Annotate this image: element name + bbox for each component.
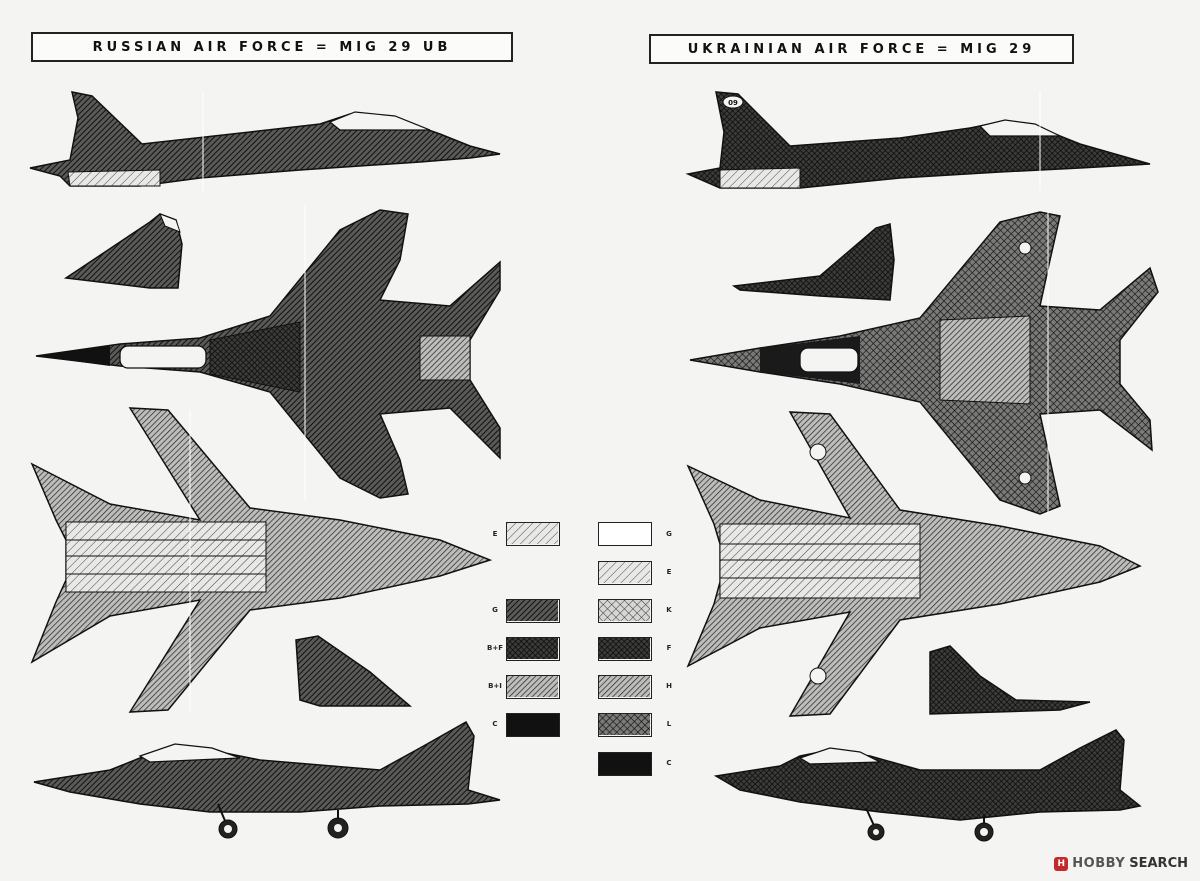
swatch-left-4 [506,713,560,737]
swatch-right-5 [598,713,652,737]
swatch-left-1 [506,599,560,623]
swatch-right-1 [598,561,652,585]
title-right-text: UKRAINIAN AIR FORCE = MIG 29 [687,41,1036,57]
swatch-right-3 [598,637,652,661]
watermark-suffix: SEARCH [1129,856,1188,871]
ukrainian-fin-top [731,223,895,301]
swatch-label-right-3: F [666,644,672,652]
swatch-left-0 [506,522,560,546]
russian-fin-top [63,213,183,289]
russian-top-view [35,205,501,500]
swatch-label-right-1: E [666,568,672,576]
swatch-label-left-1: G [492,606,498,614]
title-ukrainian-air-force: UKRAINIAN AIR FORCE = MIG 29 [649,34,1074,64]
russian-side-view-bottom [33,720,501,839]
ukrainian-side-view-top: 09 [685,91,1151,190]
swatch-label-right-4: H [666,682,672,690]
ukrainian-bottom-view [686,411,1142,717]
swatch-label-left-2: B+F [487,644,503,652]
swatch-right-6 [598,752,652,776]
side-number-09: 09 [728,99,738,107]
title-russian-air-force: RUSSIAN AIR FORCE = MIG 29 UB [31,32,513,62]
swatch-label-left-4: C [492,720,498,728]
ukrainian-top-view [689,211,1159,515]
swatch-right-0 [598,522,652,546]
swatch-label-right-2: K [666,606,672,614]
swatch-label-right-0: G [666,530,672,538]
swatch-label-right-5: L [666,720,672,728]
russian-side-view-top [29,91,501,192]
watermark-brand: HOBBY [1072,856,1126,871]
swatch-left-2 [506,637,560,661]
swatch-label-right-6: C [666,759,672,767]
russian-fin-bottom [295,635,413,707]
ukrainian-fin-bottom [929,645,1091,715]
swatch-label-left-3: B+I [488,682,502,690]
swatch-right-4 [598,675,652,699]
russian-bottom-view [30,407,493,713]
swatch-label-left-0: E [492,530,498,538]
title-left-text: RUSSIAN AIR FORCE = MIG 29 UB [92,39,452,55]
hobbysearch-watermark: H HOBBY SEARCH [1054,856,1188,871]
hobbysearch-logo-icon: H [1054,856,1069,871]
ukrainian-side-view-bottom [713,729,1142,842]
swatch-left-3 [506,675,560,699]
swatch-right-2 [598,599,652,623]
